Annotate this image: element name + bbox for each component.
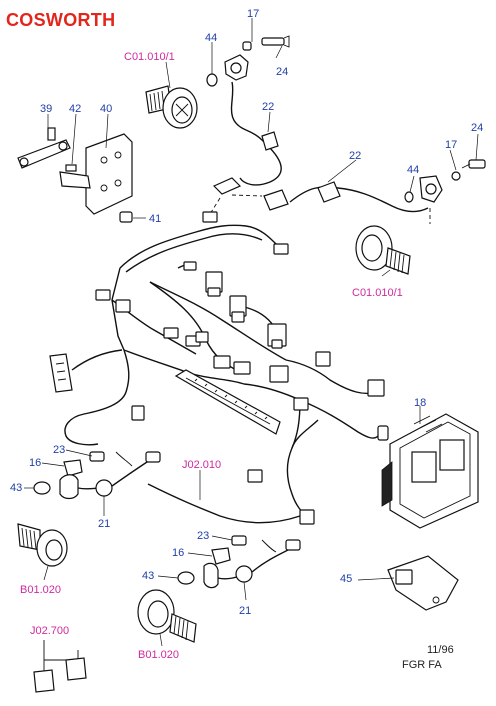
part-number-43-left: 43 [10, 482, 23, 494]
reference-j02-010: J02.010 [182, 459, 222, 471]
diagram-title: COSWORTH [6, 10, 116, 30]
top-drive-shaft [145, 85, 198, 129]
part-number-23-left: 23 [53, 444, 66, 456]
part-number-18: 18 [414, 397, 427, 409]
part-number-23-lower: 23 [197, 530, 210, 542]
footer-date: 11/96 [427, 644, 454, 656]
top-speed-sensor [206, 35, 290, 87]
part-number-21-lower: 21 [239, 605, 252, 617]
leader-lines [24, 18, 479, 647]
reference-b01-lower: B01.020 [138, 649, 179, 661]
part-number-17-right: 17 [445, 139, 458, 151]
part-number-41: 41 [149, 213, 162, 225]
harness-connectors [49, 243, 389, 525]
part-number-16-lower: 16 [172, 547, 185, 559]
part-number-21-left: 21 [98, 518, 111, 530]
right-drive-shaft [355, 225, 411, 275]
part-number-43-lower: 43 [142, 570, 155, 582]
reference-b01-left: B01.020 [20, 584, 61, 596]
terminal-strip [174, 369, 281, 435]
lead-j02-010 [147, 483, 301, 524]
main-wiring-harness [64, 224, 379, 517]
part-number-24-top: 24 [276, 66, 289, 78]
part-number-44-top: 44 [205, 32, 218, 44]
part-number-17-top: 17 [247, 8, 260, 20]
lower-flange-b01 [137, 589, 197, 643]
part-number-22-right: 22 [349, 150, 362, 162]
part-number-39: 39 [40, 103, 53, 115]
reference-c01-right: C01.010/1 [352, 287, 403, 299]
footer-code: FGR FA [402, 659, 442, 671]
part-number-42: 42 [69, 103, 82, 115]
part-number-16-left: 16 [29, 457, 42, 469]
control-module-45 [387, 555, 459, 611]
part-number-45: 45 [340, 573, 353, 585]
reference-j02-700: J02.700 [30, 625, 70, 637]
bracket-assembly [17, 127, 133, 215]
part-number-22-upper: 22 [262, 101, 275, 113]
relays-j02-700 [33, 640, 87, 693]
part-number-40: 40 [100, 103, 113, 115]
left-sensor-group [33, 451, 161, 500]
left-flange-b01 [17, 523, 68, 567]
part-number-44-right: 44 [407, 164, 420, 176]
right-sensor-lead [289, 186, 429, 213]
connector-clip-41 [119, 211, 146, 223]
lower-sensor-group [177, 535, 301, 589]
control-module-18 [381, 413, 479, 529]
part-number-24-right: 24 [471, 122, 484, 134]
reference-c01-top: C01.010/1 [124, 51, 175, 63]
